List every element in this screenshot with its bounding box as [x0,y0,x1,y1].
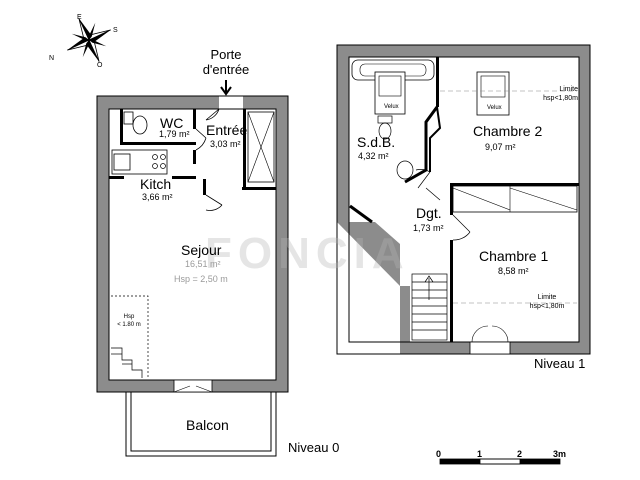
entry-arrow-icon [220,80,232,96]
wc-wall [120,109,123,145]
limite-chambre1-line1: Limite [537,294,557,301]
limite-chambre1-line2: hsp<1,80m [529,303,565,310]
level1-label: Niveau 1 [534,356,586,371]
compass-rose-icon [67,18,111,62]
room-kitch-name: Kitch [140,176,172,192]
velux-label-sdb: Velux [384,104,399,110]
room-wc-name: WC [160,115,184,131]
room-chambre1-name: Chambre 1 [479,248,549,264]
scale-tick-3: 3m [553,449,567,459]
entry-label-line1: Porte [210,47,242,62]
room-balcon-name: Balcon [186,417,229,433]
limite-chambre2-line2: hsp<1,80m [543,95,578,102]
limite-chambre2: Limite hsp<1,80m [534,85,578,103]
room-entree-name: Entrée [206,122,248,138]
compass-north-label: N [49,55,55,62]
room-chambre2-area: 9,07 m² [485,142,516,152]
compass-west-label: O [97,62,103,69]
room-sejour-area: 16,51 m² [185,259,221,269]
entry-label-line2: d'entrée [202,62,250,77]
scale-tick-0: 0 [436,449,442,459]
stairs-level0 [111,347,143,378]
balcony-outline [125,392,277,457]
stairs-level1 [411,273,448,341]
room-kitch-area: 3,66 m² [142,192,173,202]
limite-chambre2-line1: Limite [559,86,578,93]
hsp-note-line2: < 1.80 m [117,322,141,328]
compass-south-label: S [113,27,118,34]
scale-tick-1: 1 [477,449,483,459]
velux-label-chambre2: Velux [487,105,502,111]
room-wc-area: 1,79 m² [159,129,190,139]
room-sdb-name: S.d.B. [357,134,396,150]
velux-window [374,71,406,115]
room-sejour-name: Sejour [181,242,222,258]
room-chambre2-name: Chambre 2 [473,123,543,139]
level0-label: Niveau 0 [288,440,340,455]
level0-outer-wall-bottom [97,380,288,392]
hsp-note-line1: Hsp [123,314,135,320]
room-chambre1-area: 8,58 m² [498,266,529,276]
level0-outer-wall-right [243,96,288,392]
room-sdb-area: 4,32 m² [358,151,389,161]
room-sejour-height: Hsp = 2,50 m [174,274,228,284]
watermark-text: FONCIA [205,229,410,278]
scale-bar [439,458,561,465]
compass-east-label: E [77,14,82,21]
limite-chambre1: Limite hsp<1,80m [523,293,571,311]
scale-tick-2: 2 [517,449,523,459]
entry-label: Porte d'entrée [199,47,253,77]
hsp-note-level0: Hsp < 1.80 m [114,313,144,329]
velux-window-chambre2 [476,71,510,116]
room-entree-area: 3,03 m² [210,139,241,149]
room-dgt-name: Dgt. [416,205,442,221]
room-dgt-area: 1,73 m² [413,223,444,233]
